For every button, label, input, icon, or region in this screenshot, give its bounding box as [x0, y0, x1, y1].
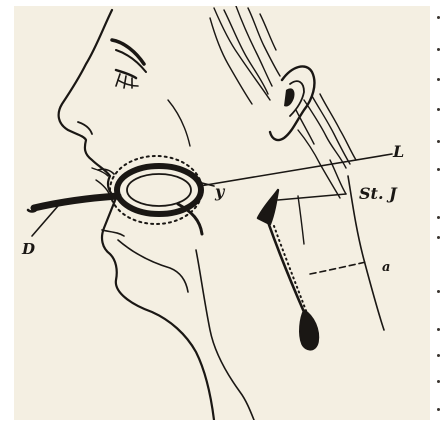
label-St-J: St. J [359, 186, 397, 202]
edge-glyph [437, 216, 440, 219]
leader-StJ [278, 194, 346, 200]
edge-glyph [437, 380, 440, 383]
leader-a [310, 262, 366, 274]
label-L: L [393, 144, 404, 160]
face-profile-line [59, 10, 214, 420]
edge-glyph [437, 140, 440, 143]
eye-lower [118, 80, 138, 86]
probe-D-tip [28, 210, 36, 212]
brow-stroke [112, 40, 144, 64]
label-D: D [22, 242, 35, 257]
edge-glyph [437, 354, 440, 357]
hair-strands [210, 6, 356, 198]
edge-glyph [437, 48, 440, 51]
engraving-illustration: L y St. J D a [14, 6, 430, 420]
ear-outline [270, 66, 314, 140]
page-edge-strip [433, 0, 444, 426]
funnel-bulb [300, 310, 319, 350]
edge-glyph [437, 108, 440, 111]
label-y: y [215, 184, 224, 200]
eye-lash [116, 74, 132, 88]
edge-glyph [437, 168, 440, 171]
edge-glyph [437, 236, 440, 239]
funnel-stem [268, 222, 304, 312]
chin-curve [102, 230, 124, 236]
neck-side-line [298, 196, 304, 244]
nostril-line [78, 122, 92, 134]
edge-glyph [437, 408, 440, 411]
cheek-line [168, 100, 190, 146]
edge-glyph [437, 328, 440, 331]
edge-glyph [437, 16, 440, 19]
edge-glyph [437, 78, 440, 81]
tumour-inner [127, 174, 191, 206]
edge-glyph [437, 290, 440, 293]
jaw-line [118, 240, 188, 292]
probe-D [34, 196, 118, 208]
leader-L [200, 154, 392, 186]
neck-front [196, 250, 254, 420]
ear-lobe-fill [284, 88, 295, 106]
label-a: a [382, 261, 390, 274]
